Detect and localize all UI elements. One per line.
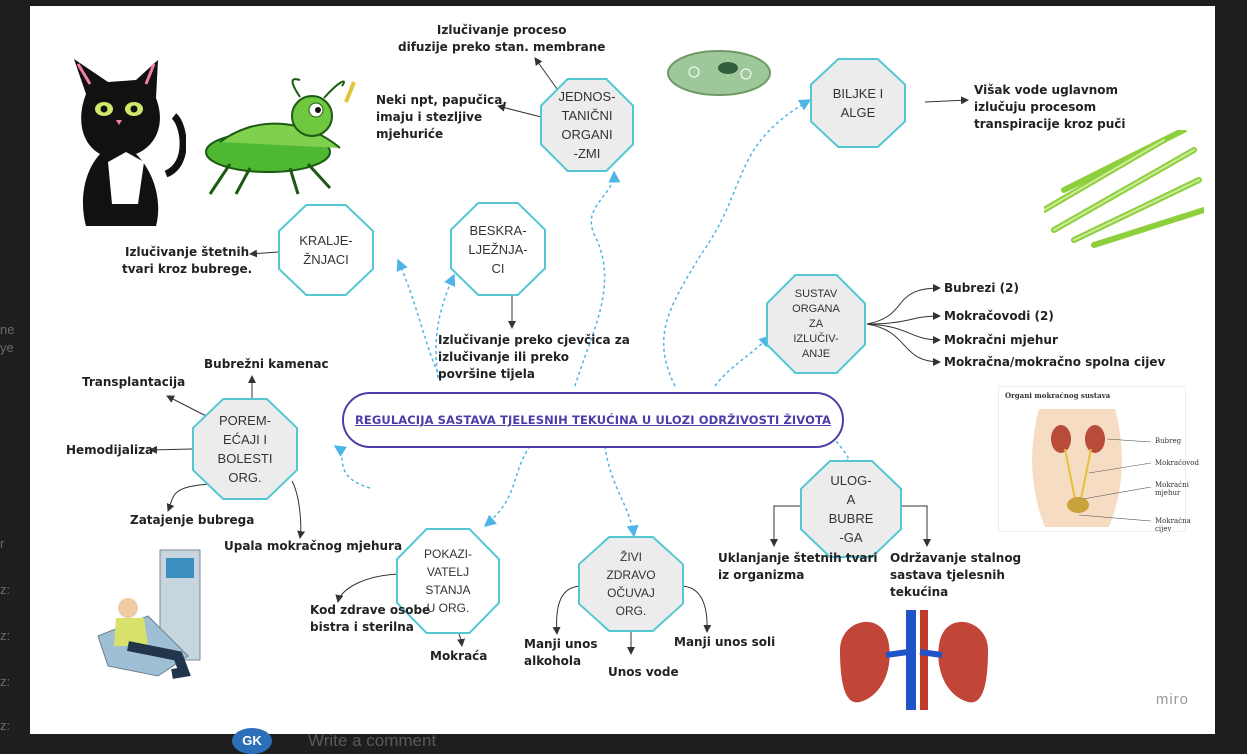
label-papucica[interactable]: Neki npt, papučica, imaju i stezljive mj… <box>376 93 507 141</box>
label-bubrezi[interactable]: Bubrezi (2) <box>944 281 1019 295</box>
label-hemodijaliza[interactable]: Hemodijaliza <box>66 443 154 457</box>
miro-logo: miro <box>1155 691 1189 708</box>
background-fragment: ye <box>0 340 14 355</box>
dashed-connector <box>574 170 621 387</box>
label-odrzavanje[interactable]: Održavanje stalnog sastava tjelesnih tek… <box>890 551 1022 599</box>
arrow-connector <box>291 480 306 539</box>
label-mjehur[interactable]: Mokračni mjehur <box>944 333 1058 347</box>
kidneys-illustration <box>840 610 988 710</box>
node-label: ŽIVI ZDRAVO OČUVAJ ORG. <box>580 538 682 630</box>
dashed-connector <box>662 99 812 387</box>
node-beskra[interactable]: BESKRA- LJEŽNJA- CI <box>450 202 546 296</box>
background-fragment: ne <box>0 322 15 337</box>
node-kralje[interactable]: KRALJE- ŽNJACI <box>278 204 374 296</box>
label-transplantacija[interactable]: Transplantacija <box>82 375 186 389</box>
urinary-system-figure: Organi mokraćnog sustava Bubreg Mokraćov… <box>998 386 1199 533</box>
label-zatajenje[interactable]: Zatajenje bubrega <box>130 513 255 527</box>
background-fragment: r <box>0 536 5 551</box>
arrow-connector <box>679 585 712 633</box>
label-alkohol[interactable]: Manji unos alkohola <box>524 637 598 668</box>
label-mokraca[interactable]: Mokraća <box>430 649 488 663</box>
figure-label: Mokraćni mjehur <box>1155 481 1189 497</box>
grasshopper-illustration <box>205 78 356 195</box>
node-label: ULOG- A BUBRE -GA <box>802 462 900 556</box>
figure-title: Organi mokraćnog sustava <box>1005 391 1111 400</box>
node-label: POKAZI- VATELJ STANJA U ORG. <box>398 530 498 632</box>
avatar: GK <box>232 728 272 754</box>
node-pokazatelj[interactable]: POKAZI- VATELJ STANJA U ORG. <box>396 528 500 634</box>
arrow-connector <box>166 483 213 512</box>
algae-illustration <box>1044 130 1204 248</box>
arrow-connector <box>900 505 931 547</box>
node-sustav[interactable]: SUSTAV ORGANA ZA IZLUČIV- ANJE <box>766 274 866 374</box>
dialysis-patient-illustration <box>97 549 201 679</box>
background-fragment: z: <box>0 628 11 643</box>
background-fragment: z: <box>0 674 11 689</box>
node-poremecaji[interactable]: POREM- EĆAJI I BOLESTI ORG. <box>192 398 298 500</box>
figure-label: Mokraćovod <box>1155 459 1199 467</box>
comment-input[interactable]: Write a comment <box>308 731 437 750</box>
figure-label: Bubreg <box>1155 437 1182 445</box>
paramecium-illustration <box>667 50 771 96</box>
black-cat-illustration <box>74 59 186 226</box>
dashed-connector <box>483 445 531 527</box>
node-uloga[interactable]: ULOG- A BUBRE -GA <box>800 460 902 558</box>
node-label: KRALJE- ŽNJACI <box>280 206 372 294</box>
arrow-connector <box>866 312 941 325</box>
node-jednostanicni[interactable]: JEDNOS- TANIČNI ORGANI -ZMI <box>540 78 634 172</box>
torso-drawing <box>1032 409 1152 527</box>
label-uklanjanje[interactable]: Uklanjanje štetnih tvari iz organizma <box>718 551 878 582</box>
mind-map-canvas[interactable]: Organi mokraćnog sustava Bubreg Mokraćov… <box>30 6 1215 734</box>
arrow-connector <box>335 573 399 603</box>
node-label: POREM- EĆAJI I BOLESTI ORG. <box>194 400 296 498</box>
central-topic-label: REGULACIJA SASTAVA TJELESNIH TEKUĆINA U … <box>354 413 832 427</box>
arrow-connector <box>866 323 941 366</box>
arrow-connector <box>770 505 804 547</box>
node-label: JEDNOS- TANIČNI ORGANI -ZMI <box>542 80 632 170</box>
comment-bar <box>0 734 1247 750</box>
node-label: BILJKE I ALGE <box>812 60 904 146</box>
arrow-connector <box>249 249 279 258</box>
label-voda[interactable]: Unos vode <box>608 665 679 679</box>
node-zivi[interactable]: ŽIVI ZDRAVO OČUVAJ ORG. <box>578 536 684 632</box>
arrow-connector <box>866 284 941 325</box>
label-difuzija[interactable]: Izlučivanje proceso difuzije preko stan.… <box>398 23 606 54</box>
label-stetne-bubrege[interactable]: Izlučivanje štetnih tvari kroz bubrege. <box>122 245 253 276</box>
background-fragment: z: <box>0 582 11 597</box>
dashed-connector <box>333 445 371 489</box>
dashed-connector <box>604 445 639 538</box>
node-biljke[interactable]: BILJKE I ALGE <box>810 58 906 148</box>
arrow-connector <box>166 395 211 419</box>
dashed-connector <box>435 273 456 379</box>
connector-lines <box>149 57 969 655</box>
figure-label: Mokraćna cijev <box>1155 517 1191 533</box>
arrow-connector <box>924 96 969 105</box>
dashed-connector <box>714 334 772 387</box>
label-kamenac[interactable]: Bubrežni kamenac <box>204 357 329 371</box>
arrow-connector <box>866 323 941 344</box>
label-mokracovodi[interactable]: Mokračovodi (2) <box>944 309 1054 323</box>
label-visak[interactable]: Višak vode uglavnom izlučuju procesom tr… <box>974 83 1126 131</box>
label-cijev[interactable]: Mokračna/mokračno spolna cijev <box>944 355 1166 369</box>
arrow-connector <box>149 445 193 454</box>
central-topic[interactable]: REGULACIJA SASTAVA TJELESNIH TEKUĆINA U … <box>342 392 844 448</box>
background-fragment: z: <box>0 718 11 733</box>
dashed-connector <box>396 258 441 379</box>
label-upala[interactable]: Upala mokračnog mjehura <box>224 539 403 553</box>
node-label: SUSTAV ORGANA ZA IZLUČIV- ANJE <box>768 276 864 372</box>
label-sol[interactable]: Manji unos soli <box>674 635 776 649</box>
label-cjevcica[interactable]: Izlučivanje preko cjevčica za izlučivanj… <box>438 333 630 381</box>
label-zdrave[interactable]: Kod zdrave osobe bistra i sterilna <box>310 603 431 634</box>
node-label: BESKRA- LJEŽNJA- CI <box>452 204 544 294</box>
arrow-connector <box>497 103 546 119</box>
arrow-connector <box>552 585 583 635</box>
